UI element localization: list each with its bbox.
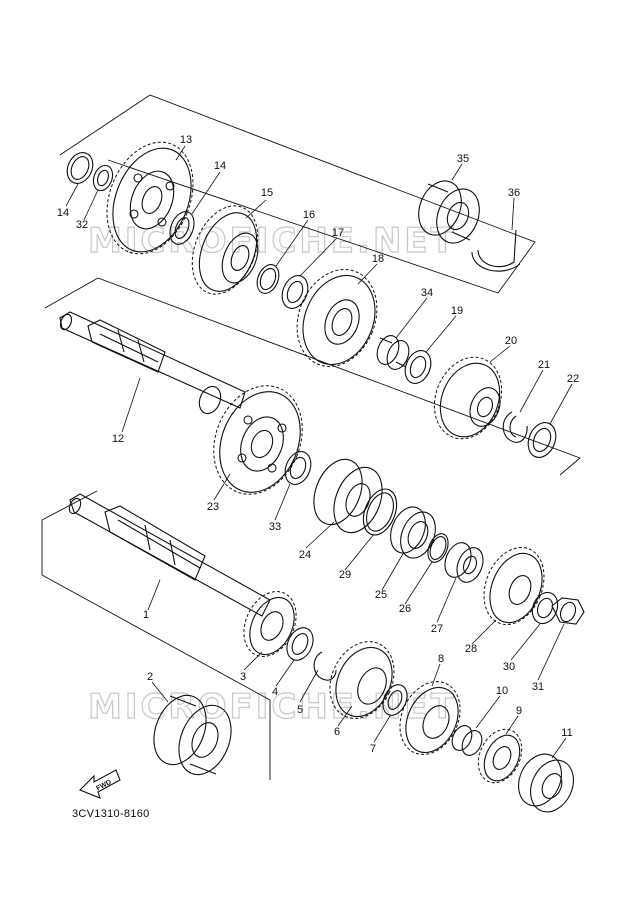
part-6-gear xyxy=(329,641,395,719)
callout-17: 17 xyxy=(332,227,344,239)
callout-33: 33 xyxy=(269,521,281,533)
callout-14b: 14 xyxy=(214,160,226,172)
part-27-collar xyxy=(444,542,484,583)
callout-26: 26 xyxy=(399,603,411,615)
callout-15: 15 xyxy=(261,187,273,199)
callout-13: 13 xyxy=(180,134,192,146)
part-16-circlip xyxy=(256,264,280,294)
part-19-washer xyxy=(404,350,432,384)
callout-5: 5 xyxy=(297,704,303,716)
callout-16: 16 xyxy=(303,209,315,221)
callout-25: 25 xyxy=(375,589,387,601)
part-4-washer xyxy=(286,627,314,661)
part-1-drive-axle xyxy=(68,493,271,617)
part-29-circlip xyxy=(362,488,398,536)
part-32-bushing xyxy=(92,164,114,192)
part-18-gear xyxy=(296,269,378,367)
callout-10: 10 xyxy=(496,685,508,697)
callout-29: 29 xyxy=(339,569,351,581)
part-2-bearing xyxy=(153,694,232,776)
callout-23: 23 xyxy=(207,501,219,513)
part-12-main-axle xyxy=(59,311,246,415)
part-25-oil-seal xyxy=(390,506,436,559)
callout-21: 21 xyxy=(538,359,550,371)
part-17-washer xyxy=(281,275,309,309)
part-21-circlip xyxy=(502,411,528,443)
leader-lines xyxy=(65,145,573,759)
callout-34: 34 xyxy=(421,287,433,299)
callout-35: 35 xyxy=(457,153,469,165)
callout-28: 28 xyxy=(465,643,477,655)
part-24-bearing xyxy=(313,458,383,534)
part-26-o-ring xyxy=(427,533,449,563)
callout-30: 30 xyxy=(503,661,515,673)
part-9-gear xyxy=(477,728,523,784)
callout-6: 6 xyxy=(334,726,340,738)
callout-24: 24 xyxy=(299,549,311,561)
callout-12: 12 xyxy=(112,433,124,445)
callout-20: 20 xyxy=(505,335,517,347)
callout-4: 4 xyxy=(272,686,278,698)
callout-36: 36 xyxy=(508,187,520,199)
part-20-gear xyxy=(433,356,503,440)
fwd-arrow-icon: FWD xyxy=(79,769,121,799)
part-3-gear xyxy=(243,591,297,657)
callout-7: 7 xyxy=(370,743,376,755)
part-23-gear xyxy=(213,385,303,495)
part-30-lock-washer xyxy=(531,591,559,625)
part-28-sprocket xyxy=(483,546,545,626)
part-15-gear xyxy=(191,205,259,295)
part-14-washer xyxy=(169,211,195,245)
diagram-code: 3CV1310-8160 xyxy=(72,808,150,820)
part-5-circlip xyxy=(313,651,337,681)
callout-2: 2 xyxy=(147,671,153,683)
part-33-bushing xyxy=(284,451,312,485)
part-35-bearing xyxy=(418,180,480,244)
frame-driveaxle-group xyxy=(41,520,271,780)
part-10-bushing xyxy=(451,725,483,756)
watermark-upper: MICROFICHE.NET xyxy=(88,221,457,261)
callout-27: 27 xyxy=(431,623,443,635)
frame-mainaxle-group xyxy=(44,277,581,476)
callout-1: 1 xyxy=(143,609,149,621)
callout-11: 11 xyxy=(561,727,572,739)
part-14-circlip-left xyxy=(66,152,94,184)
callout-18: 18 xyxy=(372,253,384,265)
part-36-clip xyxy=(471,229,521,272)
callout-32: 32 xyxy=(76,219,88,231)
callout-9: 9 xyxy=(516,705,522,717)
watermark-lower: MICROFICHE.NET xyxy=(88,687,457,727)
callout-14a: 14 xyxy=(57,207,69,219)
callout-3: 3 xyxy=(240,671,246,683)
callout-22: 22 xyxy=(567,373,579,385)
callout-19: 19 xyxy=(451,305,463,317)
callout-31: 31 xyxy=(532,681,544,693)
part-31-nut xyxy=(551,597,585,625)
callout-8: 8 xyxy=(438,653,444,665)
part-22-washer xyxy=(527,422,557,458)
part-8-gear xyxy=(399,681,461,755)
part-11-bearing xyxy=(518,753,574,813)
part-13-gear xyxy=(106,141,194,255)
frame-top-group xyxy=(59,94,536,294)
part-34-bushing xyxy=(376,335,410,370)
